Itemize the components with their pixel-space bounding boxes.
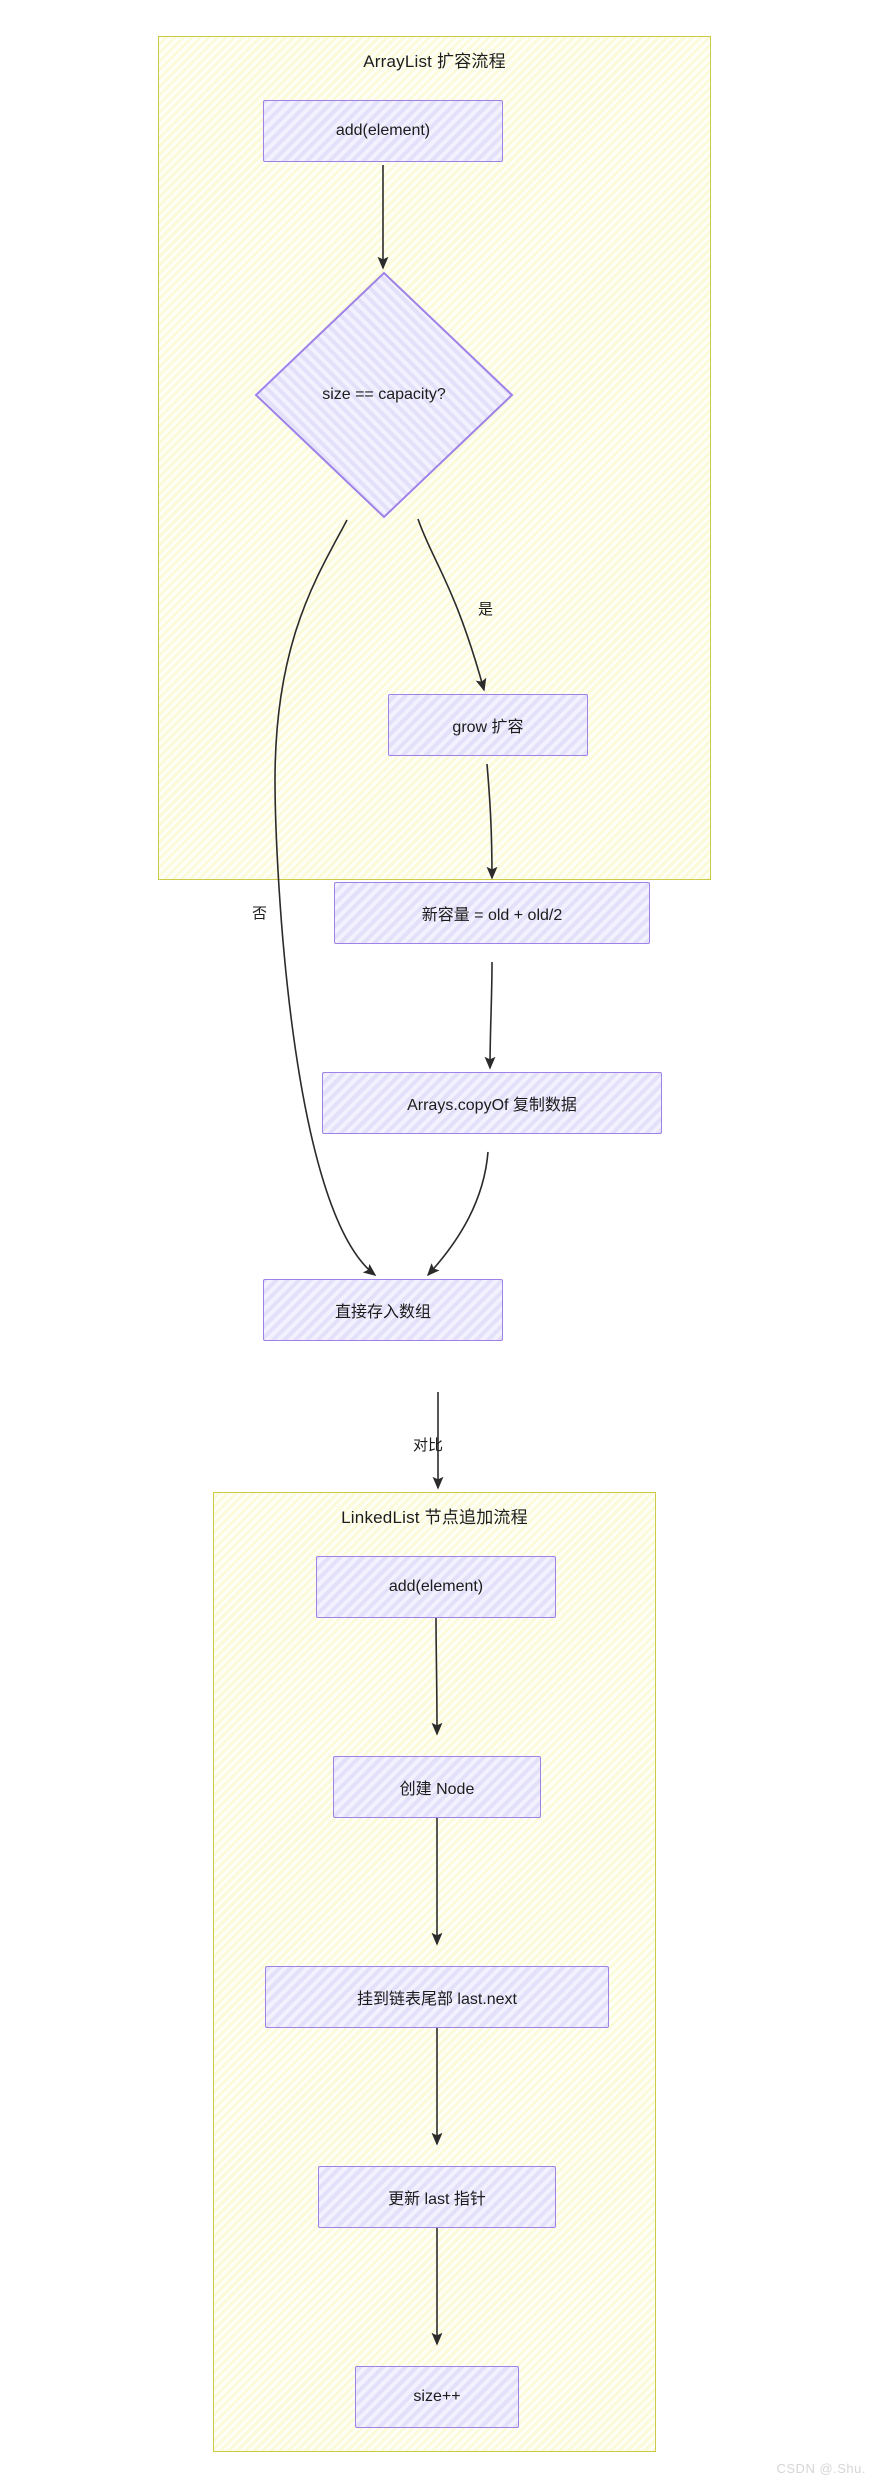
node-store-into-array[interactable]: 直接存入数组 <box>263 1279 503 1341</box>
node-label: add(element) <box>335 122 431 139</box>
node-label: 直接存入数组 <box>334 1304 431 1321</box>
watermark: CSDN @.Shu. <box>776 2461 866 2476</box>
edge-label-no: 否 <box>252 905 268 922</box>
node-update-last-pointer[interactable]: 更新 last 指针 <box>318 2166 556 2228</box>
node-create-node[interactable]: 创建 Node <box>333 1756 541 1818</box>
node-arrays-copyof[interactable]: Arrays.copyOf 复制数据 <box>322 1072 662 1134</box>
node-attach-to-tail[interactable]: 挂到链表尾部 last.next <box>265 1966 609 2028</box>
node-label: add(element) <box>388 1578 484 1595</box>
node-size-equals-capacity[interactable]: size == capacity? <box>253 270 515 520</box>
node-label: Arrays.copyOf 复制数据 <box>407 1097 577 1114</box>
node-label: grow 扩容 <box>452 719 524 736</box>
node-new-capacity[interactable]: 新容量 = old + old/2 <box>334 882 650 944</box>
node-grow-expand[interactable]: grow 扩容 <box>388 694 588 756</box>
node-label: 创建 Node <box>399 1781 475 1798</box>
node-label: 更新 last 指针 <box>388 2191 486 2208</box>
node-add-element-arraylist[interactable]: add(element) <box>263 100 503 162</box>
diamond-shape <box>254 271 514 519</box>
node-label: size == capacity? <box>322 386 446 403</box>
edge-label-compare: 对比 <box>413 1437 444 1454</box>
node-add-element-linkedlist[interactable]: add(element) <box>316 1556 556 1618</box>
node-label: 新容量 = old + old/2 <box>421 907 563 924</box>
node-size-increment[interactable]: size++ <box>355 2366 519 2428</box>
subgraph-linkedlist-title: LinkedList 节点追加流程 <box>341 1508 528 1527</box>
node-label: 挂到链表尾部 last.next <box>356 1991 518 2008</box>
node-label: size++ <box>413 2388 461 2405</box>
edge-label-yes: 是 <box>478 601 494 618</box>
subgraph-arraylist-title: ArrayList 扩容流程 <box>363 52 506 71</box>
